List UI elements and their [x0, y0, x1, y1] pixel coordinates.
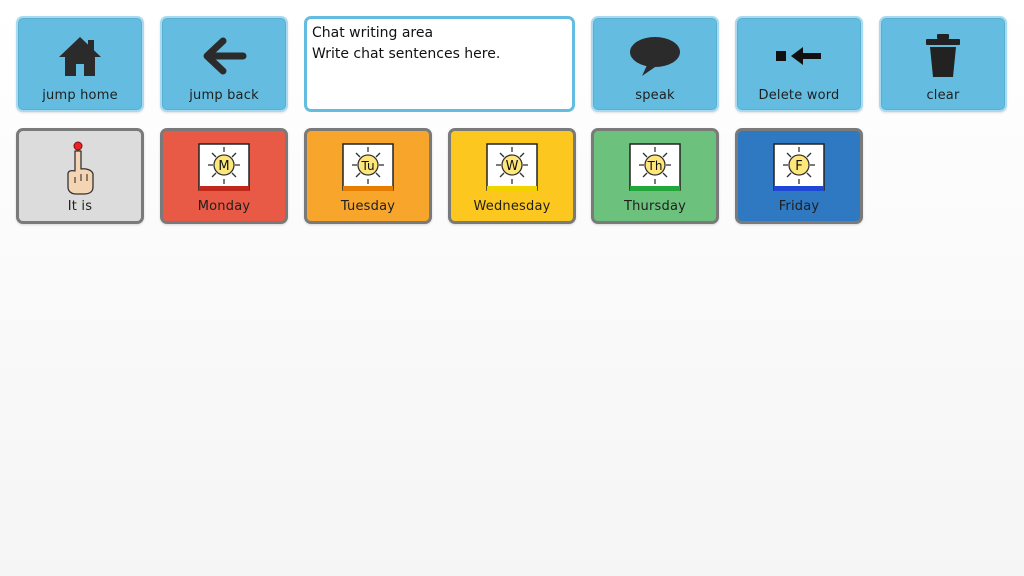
jump-back-button[interactable]: jump back [160, 16, 288, 112]
jump-home-label: jump home [42, 88, 118, 103]
arrow-left-icon [162, 18, 286, 88]
sun-calendar-icon: F [738, 131, 860, 199]
delete-word-button[interactable]: Delete word [735, 16, 863, 112]
sun-calendar-icon: Tu [307, 131, 429, 199]
wednesday-letter: W [506, 159, 519, 174]
speak-label: speak [635, 88, 675, 103]
house-icon [18, 18, 142, 88]
chat-line-2: Write chat sentences here. [312, 46, 501, 62]
friday-button[interactable]: F Friday [735, 128, 863, 224]
wednesday-button[interactable]: W Wednesday [448, 128, 576, 224]
jump-home-button[interactable]: jump home [16, 16, 144, 112]
wednesday-label: Wednesday [473, 199, 551, 214]
backspace-arrow-icon [737, 18, 861, 88]
sun-calendar-icon: W [451, 131, 573, 199]
friday-letter: F [795, 159, 802, 174]
it-is-button[interactable]: It is [16, 128, 144, 224]
clear-button[interactable]: clear [879, 16, 1007, 112]
speech-bubble-icon [593, 18, 717, 88]
chat-writing-area[interactable]: Chat writing area Write chat sentences h… [304, 16, 575, 112]
thursday-label: Thursday [623, 199, 687, 214]
delete-word-label: Delete word [758, 88, 840, 103]
clear-label: clear [926, 88, 960, 103]
speak-button[interactable]: speak [591, 16, 719, 112]
sun-calendar-icon: M [163, 131, 285, 199]
trash-can-icon [881, 18, 1005, 88]
pointing-finger-icon [19, 131, 141, 199]
monday-letter: M [218, 159, 229, 174]
friday-label: Friday [778, 199, 820, 214]
monday-label: Monday [197, 199, 251, 214]
monday-button[interactable]: M Monday [160, 128, 288, 224]
tuesday-letter: Tu [360, 159, 374, 173]
tuesday-button[interactable]: Tu Tuesday [304, 128, 432, 224]
sun-calendar-icon: Th [594, 131, 716, 199]
thursday-letter: Th [647, 159, 663, 173]
chat-line-1: Chat writing area [312, 25, 434, 41]
tuesday-label: Tuesday [340, 199, 396, 214]
thursday-button[interactable]: Th Thursday [591, 128, 719, 224]
it-is-label: It is [67, 199, 93, 214]
jump-back-label: jump back [189, 88, 259, 103]
